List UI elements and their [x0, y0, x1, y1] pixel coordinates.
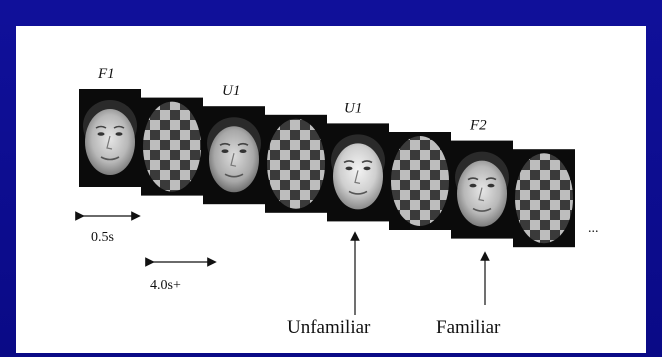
face-duration-label: 0.5s: [91, 230, 114, 245]
face-label-u1: U1: [344, 100, 362, 116]
familiar-arrow: Familiar: [436, 251, 501, 338]
face-frame: F2: [451, 118, 513, 239]
mask-duration-marker: 4.0s+: [145, 257, 217, 293]
checkerboard-mask: [513, 149, 575, 248]
face-frame: F1: [79, 66, 141, 187]
familiar-label: Familiar: [436, 317, 501, 338]
sequence-ellipsis: ...: [588, 221, 599, 236]
face-duration-marker: 0.5s: [75, 211, 141, 245]
checkerboard-mask: [265, 114, 327, 213]
face-label-f2: F2: [469, 118, 487, 134]
checkerboard-mask: [389, 132, 451, 230]
face-label-u1: U1: [222, 83, 240, 99]
face-frame: U1: [203, 83, 265, 205]
checkerboard-mask: [141, 97, 203, 196]
mask-duration-label: 4.0s+: [150, 278, 181, 293]
unfamiliar-label: Unfamiliar: [287, 317, 371, 338]
face-frame: U1: [327, 100, 389, 222]
face-label-f1: F1: [97, 66, 115, 82]
unfamiliar-arrow: Unfamiliar: [287, 231, 371, 338]
